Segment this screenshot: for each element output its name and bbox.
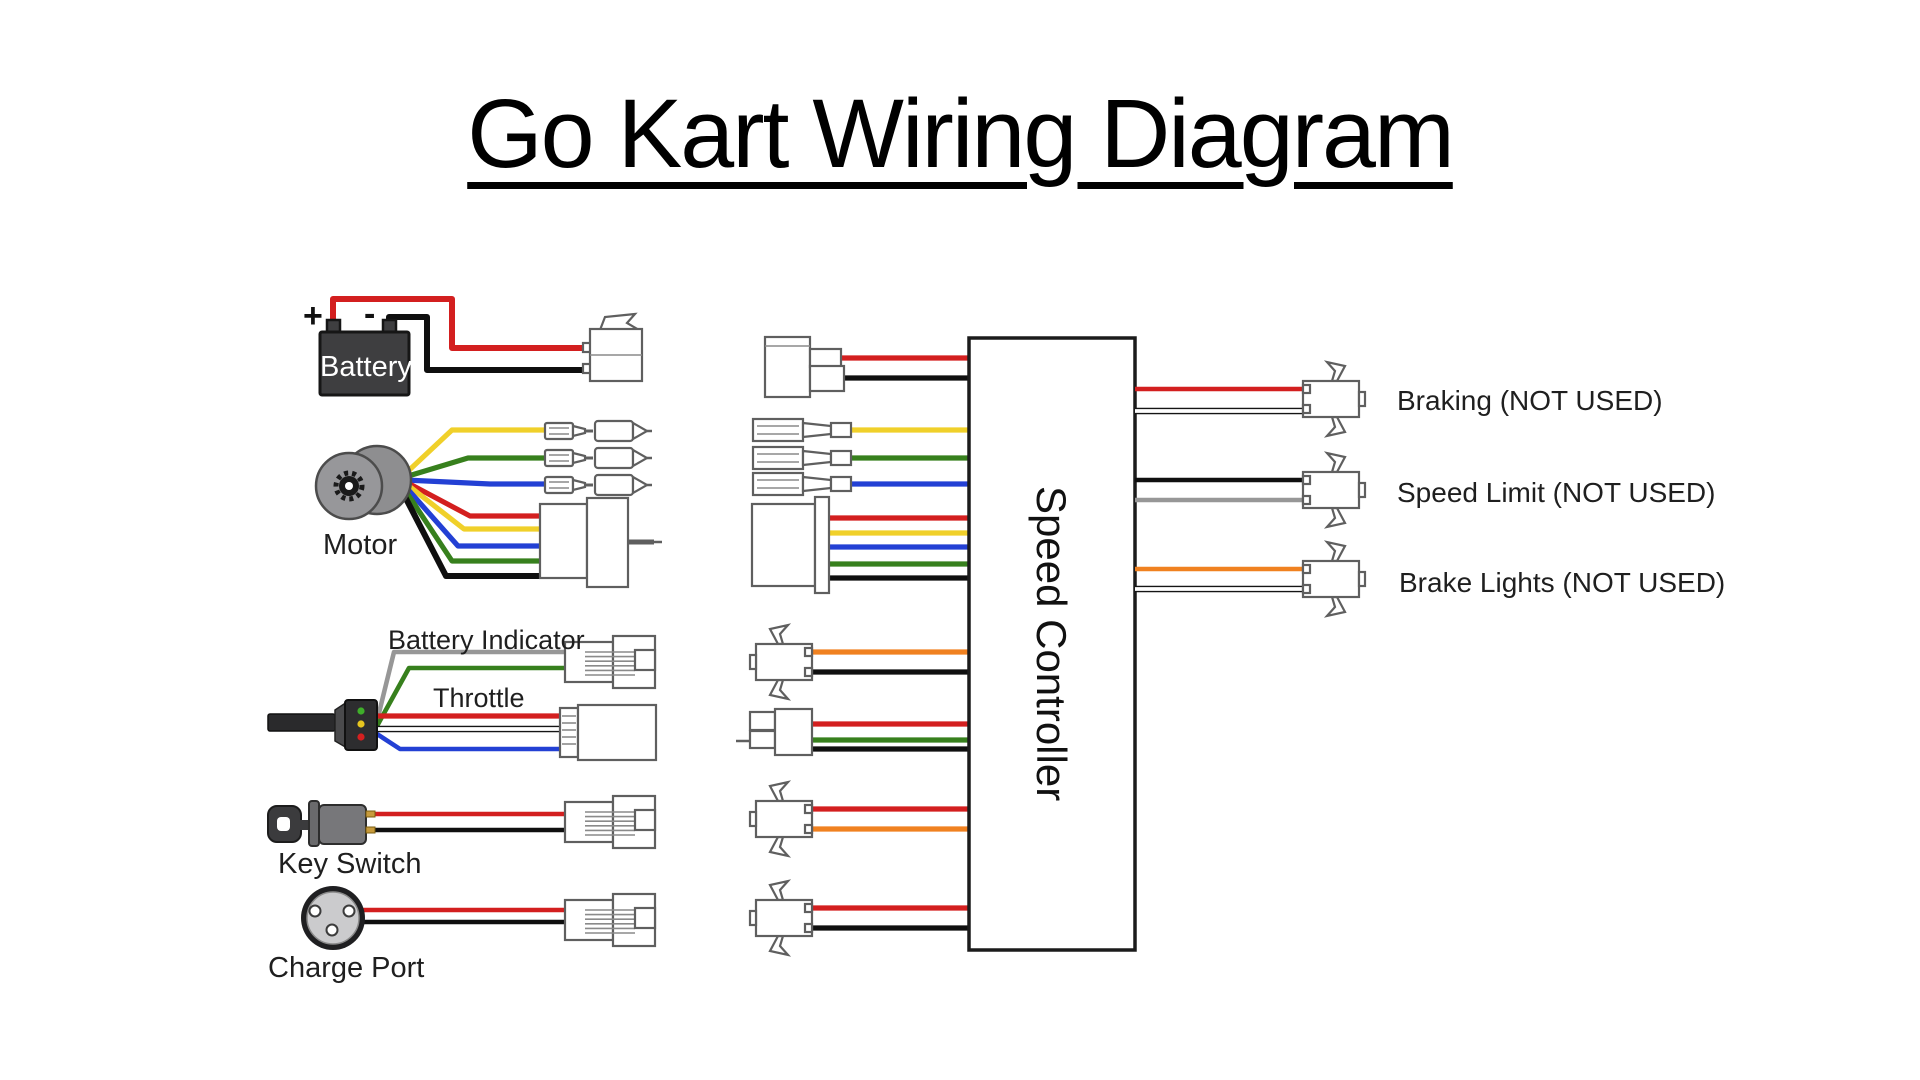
- controller-input-wires: [810, 355, 969, 931]
- motor-icon: [314, 444, 413, 521]
- spade-terminal-blue-icon: [751, 471, 853, 497]
- motor-wire-blue-a: [404, 477, 545, 487]
- motor-wire-blue-b: [402, 483, 540, 549]
- throttle-label: Throttle: [433, 683, 525, 713]
- key-switch-connector-icon: [563, 794, 657, 850]
- charge-port-label: Charge Port: [268, 952, 425, 984]
- battery-negative-wire: [386, 314, 592, 373]
- speed-limit-label: Speed Limit (NOT USED): [1397, 477, 1716, 508]
- brake-lights-label: Brake Lights (NOT USED): [1399, 567, 1726, 598]
- battery-assembly: [318, 296, 644, 397]
- motor-wire-green-b: [400, 485, 540, 564]
- battery-label: Battery: [320, 351, 412, 383]
- charge-port-icon: [301, 886, 365, 950]
- latched-connector-3-icon: [748, 879, 814, 957]
- page-title: Go Kart Wiring Diagram: [467, 79, 1455, 188]
- battery-positive-wire: [330, 296, 592, 351]
- indicator-wire-gray: [374, 649, 567, 722]
- brake-lights-connector-icon: [1301, 540, 1367, 618]
- motor-assembly: [314, 419, 662, 589]
- bullet-terminal-blue-icon: [543, 473, 654, 497]
- motor-wire-black-b: [398, 487, 540, 579]
- motor-wire-red-b: [404, 479, 540, 519]
- battery-connector-icon: [581, 312, 644, 383]
- throttle-assembly: [267, 634, 658, 762]
- bullet-terminal-yellow-icon: [543, 419, 654, 443]
- motor-wire-yellow-b: [403, 480, 540, 532]
- throttle-grip-icon: [267, 699, 378, 751]
- spade-terminal-yellow-icon: [751, 417, 853, 443]
- motor-mate-connector-icon: [750, 495, 831, 595]
- key-switch-icon: [267, 800, 376, 847]
- indicator-wire-green: [374, 665, 567, 728]
- motor-wire-green-a: [404, 455, 545, 480]
- bullet-terminal-green-icon: [543, 446, 654, 470]
- spade-terminal-green-icon: [751, 445, 853, 471]
- charge-port-connector-icon: [563, 892, 657, 948]
- battery-positive-sign: +: [303, 297, 323, 335]
- throttle-wire-blue: [375, 732, 562, 752]
- motor-connector-icon: [538, 496, 662, 589]
- led-red-icon: [357, 733, 365, 741]
- battery-negative-sign: -: [364, 295, 376, 333]
- speed-limit-connector-icon: [1301, 451, 1367, 529]
- charge-port-assembly: [301, 886, 657, 950]
- battery-mate-connector-icon: [763, 335, 846, 399]
- throttle-connector-icon: [558, 703, 658, 762]
- key-switch-label: Key Switch: [278, 848, 422, 880]
- controller-input-connectors: [736, 335, 853, 957]
- led-green-icon: [357, 707, 365, 715]
- latched-connector-1-icon: [748, 623, 814, 701]
- motor-wire-yellow-a: [403, 427, 545, 476]
- key-switch-assembly: [267, 794, 657, 850]
- speed-controller-label: Speed Controller: [1028, 486, 1075, 802]
- battery-indicator-label: Battery Indicator: [388, 625, 585, 655]
- motor-label: Motor: [323, 529, 398, 561]
- battery-body: [318, 330, 411, 397]
- braking-label: Braking (NOT USED): [1397, 385, 1663, 416]
- braking-connector-icon: [1301, 360, 1367, 438]
- controller-output-wires: [1135, 386, 1305, 593]
- latched-connector-2-icon: [748, 780, 814, 858]
- speed-controller-box: [967, 336, 1137, 952]
- led-yellow-icon: [357, 720, 365, 728]
- throttle-mate-connector-icon: [736, 707, 814, 757]
